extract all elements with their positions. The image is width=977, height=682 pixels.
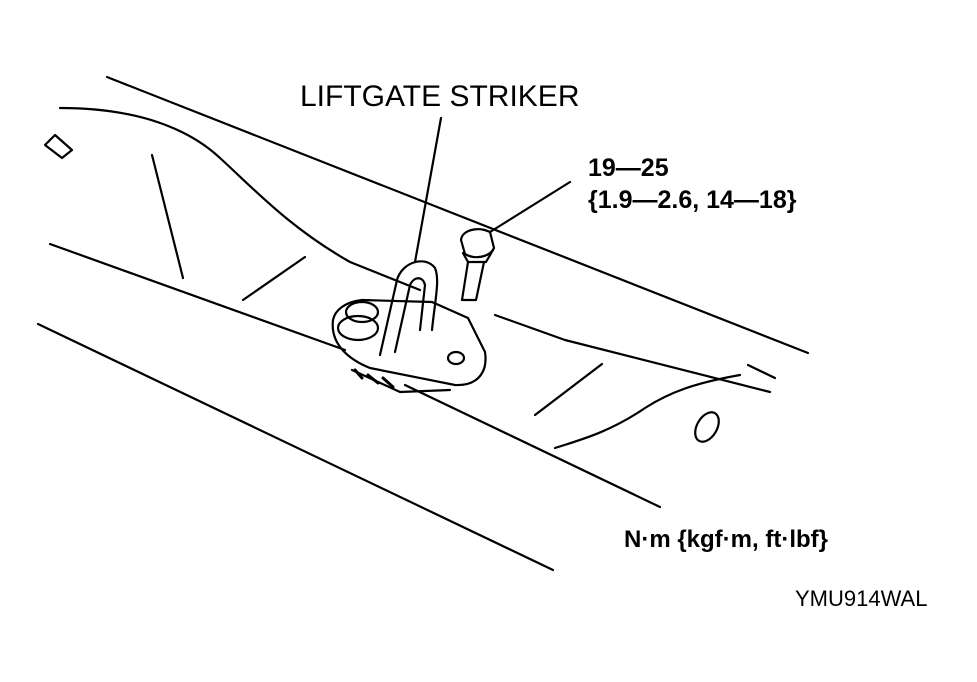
panel-middle-edge — [48, 242, 347, 352]
bolt-hole — [446, 350, 466, 366]
torque-spec: 19—25 {1.9—2.6, 14—18} — [588, 152, 796, 216]
striker-plate-hatch — [353, 368, 395, 389]
striker-base-plate — [331, 298, 487, 387]
striker-loop-outer — [378, 260, 439, 357]
panel-line-c — [533, 362, 604, 417]
plate-boss-base — [336, 314, 380, 342]
panel-line-a — [150, 153, 185, 280]
bolt-head — [459, 228, 496, 259]
panel-lower-edge — [36, 322, 555, 572]
torque-spec-line2: {1.9—2.6, 14—18} — [588, 186, 797, 214]
panel-top-edge — [105, 75, 810, 355]
panel-line-b — [241, 255, 307, 302]
striker-leader-line — [413, 116, 443, 264]
striker-plate-underside — [350, 368, 452, 394]
figure-code: YMU914WAL — [795, 586, 928, 611]
bolt-leader-line — [488, 180, 572, 234]
right-slot — [694, 411, 720, 443]
panel-lower-curve — [553, 373, 742, 450]
panel-middle-edge-right — [403, 383, 662, 509]
left-slot — [43, 133, 74, 160]
plate-boss-top — [344, 300, 380, 324]
panel-line-d — [746, 363, 777, 380]
panel-upper-sill — [58, 106, 422, 292]
unit-note: N·m {kgf·m, ft·lbf} — [624, 526, 828, 553]
part-label: LIFTGATE STRIKER — [300, 80, 580, 113]
bolt-head-flange — [461, 248, 495, 264]
torque-spec-line1: 19—25 — [588, 154, 669, 182]
bolt-shank — [460, 260, 486, 302]
panel-upper-sill-right — [493, 313, 772, 394]
striker-loop-inner — [393, 277, 427, 354]
